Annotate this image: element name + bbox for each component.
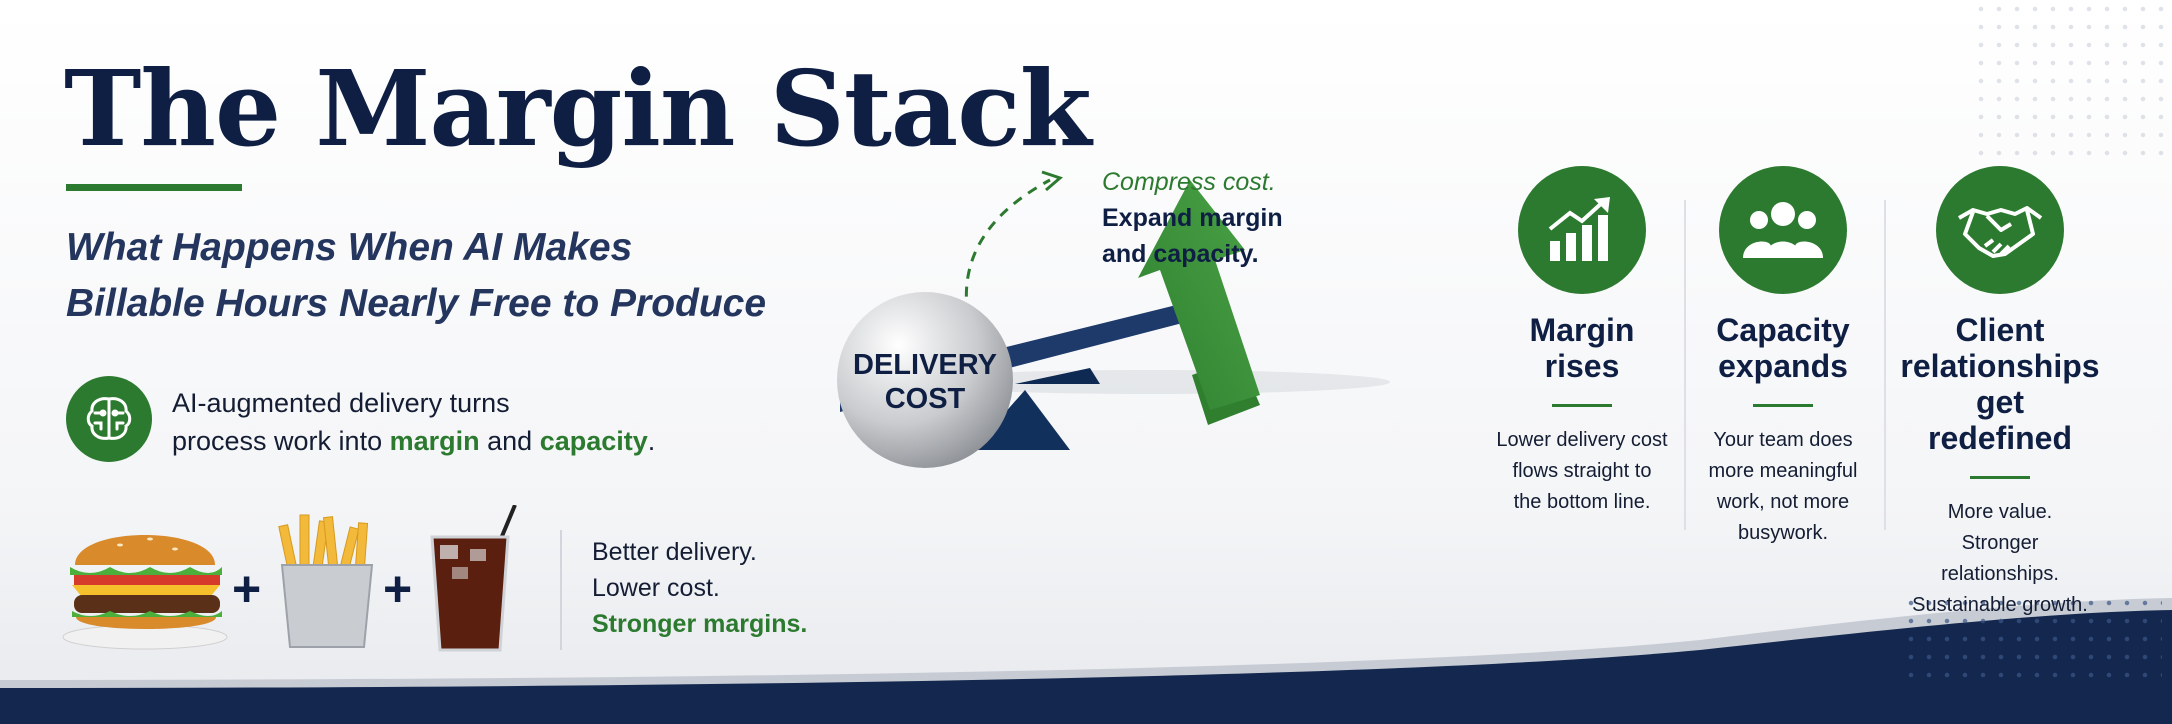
column-client-body-line-1: More value. — [1947, 501, 2053, 523]
plus-sign-2: + — [383, 561, 413, 617]
augmented-line-2: process work into margin and capacity. — [172, 422, 732, 460]
cost-note-line-1: Compress cost. — [1102, 168, 1276, 196]
column-capacity-body-line-4: busywork. — [1737, 522, 1829, 544]
column-capacity-body-line-3: work, not more — [1716, 491, 1850, 513]
column-capacity: Capacity expands Your team does more mea… — [1683, 166, 1883, 549]
title-underline — [66, 184, 242, 191]
column-client-body-line-3: Sustainable growth. — [1912, 594, 2088, 616]
dot-pattern-bottom — [1902, 594, 2162, 684]
column-client-heading-line-2: relationships — [1900, 348, 2100, 384]
subtitle: What Happens When AI Makes Billable Hour… — [66, 220, 826, 332]
column-client-heading-line-1: Client — [1955, 312, 2045, 348]
burger-icon — [62, 535, 228, 650]
column-client: Client relationships get redefined More … — [1900, 166, 2100, 621]
divider — [560, 530, 562, 650]
column-capacity-rule — [1753, 404, 1813, 407]
dot-pattern-top — [1972, 0, 2172, 160]
column-capacity-heading-line-1: Capacity — [1716, 312, 1850, 348]
seesaw-illustration — [837, 170, 1390, 468]
column-margin-body-line-1: Lower delivery cost — [1496, 429, 1668, 451]
column-client-body-line-2: Stronger relationships. — [1941, 532, 2059, 585]
team-icon — [1719, 166, 1847, 294]
cost-note: Compress cost. Expand margin and capacit… — [1102, 164, 1283, 272]
augmented-line-2-mid: and — [479, 426, 540, 456]
column-margin-rule — [1552, 404, 1612, 407]
column-margin-body-line-3: the bottom line. — [1513, 491, 1651, 513]
column-capacity-heading-line-2: expands — [1718, 348, 1848, 384]
column-margin-heading: Margin rises — [1482, 312, 1682, 384]
ball-label-line-2: COST — [884, 383, 966, 415]
augmented-line-2-pre: process work into — [172, 426, 390, 456]
column-client-heading-line-3: get redefined — [1927, 384, 2073, 456]
column-divider-2 — [1884, 200, 1886, 530]
handshake-icon — [1936, 166, 2064, 294]
cost-note-line-3: and capacity. — [1102, 240, 1259, 268]
augmented-line-2-end: . — [647, 426, 656, 456]
column-capacity-body-line-2: more meaningful — [1708, 460, 1858, 482]
subtitle-line-2: Billable Hours Nearly Free to Produce — [66, 282, 767, 325]
plus-sign-1: + — [232, 561, 262, 617]
ball-label: DELIVERY COST — [850, 348, 1000, 416]
brain-circuit-icon — [66, 376, 152, 462]
column-margin: Margin rises Lower delivery cost flows s… — [1482, 166, 1682, 518]
column-margin-heading-line-2: rises — [1544, 348, 1620, 384]
augmented-capacity-word: capacity — [539, 426, 648, 456]
column-capacity-body: Your team does more meaningful work, not… — [1683, 425, 1883, 549]
augmented-margin-word: margin — [389, 426, 480, 456]
subtitle-line-1: What Happens When AI Makes — [66, 226, 633, 269]
augmented-delivery-text: AI-augmented delivery turns process work… — [172, 384, 732, 460]
tagline-line-3: Stronger margins. — [592, 610, 808, 638]
tagline-line-1: Better delivery. — [592, 538, 757, 566]
column-margin-body-line-2: flows straight to — [1512, 460, 1652, 482]
tagline-line-2: Lower cost. — [592, 574, 720, 602]
column-capacity-body-line-1: Your team does — [1713, 429, 1853, 451]
column-margin-body: Lower delivery cost flows straight to th… — [1482, 425, 1682, 518]
food-illustration — [62, 505, 517, 652]
column-divider-1 — [1684, 200, 1686, 530]
cost-note-line-2: Expand margin — [1102, 204, 1283, 232]
column-client-body: More value. Stronger relationships. Sust… — [1900, 497, 2100, 621]
fries-icon — [278, 514, 374, 648]
soda-icon — [430, 505, 517, 652]
column-client-rule — [1970, 476, 2030, 479]
ball-label-line-1: DELIVERY — [853, 349, 997, 381]
bar-chart-up-icon — [1518, 166, 1646, 294]
column-margin-heading-line-1: Margin — [1529, 312, 1635, 348]
tagline: Better delivery. Lower cost. Stronger ma… — [592, 534, 807, 642]
column-capacity-heading: Capacity expands — [1683, 312, 1883, 384]
column-client-heading: Client relationships get redefined — [1900, 312, 2100, 456]
augmented-line-1: AI-augmented delivery turns — [172, 388, 510, 418]
page-title: The Margin Stack — [64, 47, 1092, 170]
